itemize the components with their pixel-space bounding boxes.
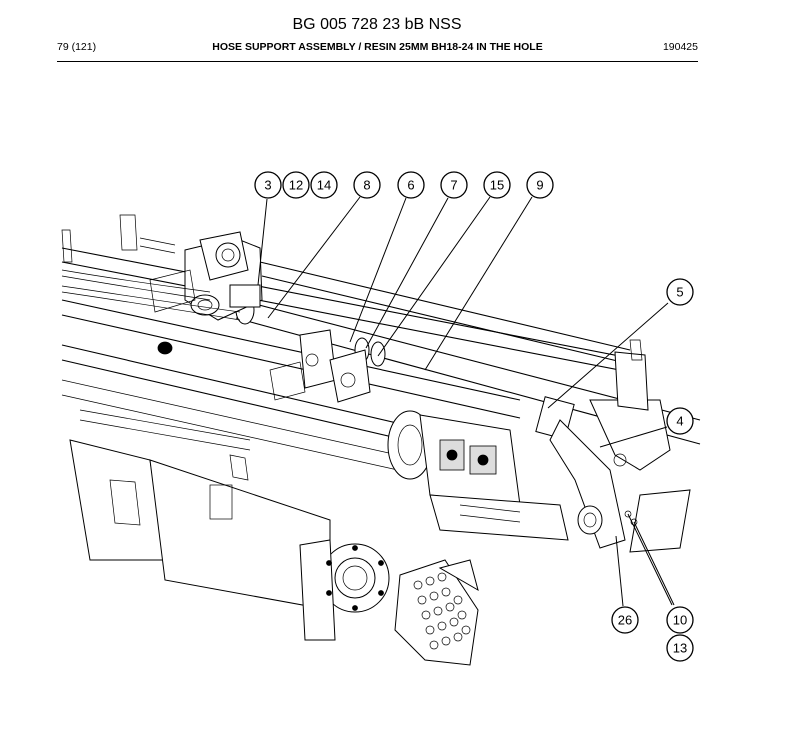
svg-text:14: 14: [317, 178, 331, 193]
callout-7: 7: [440, 171, 468, 199]
flange-bracket: [299, 539, 336, 641]
leader-6: [349, 197, 407, 343]
rotation-unit-hub: [397, 424, 423, 466]
svg-text:5: 5: [676, 285, 683, 300]
feed-beam-low-edge-4: [61, 394, 421, 476]
upper-rail-2: [261, 275, 631, 365]
leader-7: [365, 197, 449, 349]
page-number: 79 (121): [57, 41, 97, 53]
svg-text:7: 7: [450, 178, 457, 193]
support-bracket-right: [589, 399, 671, 471]
feed-beam-low-edge-3: [61, 379, 421, 461]
leader-10b: [633, 521, 675, 606]
leader-9: [424, 196, 533, 371]
leader-4: [599, 426, 668, 448]
svg-text:26: 26: [618, 613, 632, 628]
valve-block-small: [269, 361, 306, 401]
callout-12: 12: [282, 171, 310, 199]
leader-26: [615, 535, 624, 607]
bracket-arm: [149, 269, 196, 313]
svg-text:3: 3: [264, 178, 271, 193]
rod-magazine: [394, 559, 479, 666]
cradle-base: [429, 494, 569, 541]
clamp-bolt: [305, 353, 319, 367]
callout-4: 4: [666, 407, 694, 435]
arm-pivot: [577, 505, 603, 535]
bracket-sheave: [190, 294, 220, 316]
upper-rail: [259, 261, 631, 351]
hose-fitting-block: [329, 349, 371, 403]
leader-10a: [627, 513, 673, 606]
svg-text:6: 6: [407, 178, 414, 193]
svg-text:8: 8: [363, 178, 370, 193]
svg-text:4: 4: [676, 414, 683, 429]
callout-10: 10: [666, 606, 694, 634]
bolt-b: [630, 518, 638, 526]
svg-text:10: 10: [673, 613, 687, 628]
right-plate: [629, 489, 691, 553]
feed-beam-top-edge-2: [61, 261, 641, 375]
callout-5: 5: [666, 278, 694, 306]
bracket-roller: [215, 242, 241, 268]
lower-rails: [79, 409, 251, 451]
callout-14: 14: [310, 171, 338, 199]
mast-post: [119, 214, 138, 251]
feed-beam-top-edge: [61, 247, 641, 361]
flange-bore: [342, 565, 368, 591]
callout-9: 9: [526, 171, 554, 199]
callout-13: 13: [666, 634, 694, 662]
hose-line-4: [61, 291, 241, 321]
leader-8: [267, 196, 361, 319]
bracket-clamp: [229, 284, 261, 308]
feed-beam-mid-edge-2: [61, 314, 521, 419]
flange-bolt-circle: [326, 545, 384, 611]
callout-26: 26: [611, 606, 639, 634]
callout-3: 3: [254, 171, 282, 199]
flange-inner: [334, 557, 376, 599]
arm-pivot-hub: [583, 512, 597, 528]
hose-line-1: [61, 269, 211, 293]
tube-clamp-ring-2: [370, 341, 386, 367]
housing-box: [209, 484, 233, 520]
callout-15: 15: [483, 171, 511, 199]
mast-bars: [139, 237, 176, 254]
motor-port-2: [477, 454, 489, 466]
motor-port-1: [446, 449, 458, 461]
housing-window: [109, 479, 141, 526]
upright-post: [614, 351, 649, 411]
header-divider: [57, 61, 698, 62]
svg-text:15: 15: [490, 178, 504, 193]
bolt-a: [624, 510, 632, 518]
lower-housing-left: [69, 439, 166, 561]
bracket-roller-hub: [221, 248, 235, 262]
housing-lug: [229, 454, 249, 481]
magazine-guide: [438, 559, 479, 592]
svg-text:9: 9: [536, 178, 543, 193]
callout-8: 8: [353, 171, 381, 199]
rod-magazine-cells: [413, 572, 471, 650]
leader-3: [257, 198, 268, 286]
upright-cap: [629, 339, 643, 361]
fitting-bolt: [340, 372, 356, 388]
support-bolt: [613, 453, 627, 467]
svg-text:12: 12: [289, 178, 303, 193]
leader-5: [547, 302, 669, 409]
callout-6: 6: [397, 171, 425, 199]
leader-15: [377, 196, 491, 357]
machine-illustration: [61, 214, 701, 666]
cylinder-cap: [157, 341, 173, 355]
bracket-sheave-hub: [197, 299, 213, 311]
hose-line-2: [61, 275, 211, 301]
hose-line-3: [61, 285, 241, 313]
feed-beam-mid-edge: [61, 299, 521, 401]
document-title: BG 005 728 23 bB NSS: [292, 16, 462, 33]
svg-text:13: 13: [673, 641, 687, 656]
section-title: HOSE SUPPORT ASSEMBLY / RESIN 25MM BH18-…: [212, 41, 543, 53]
cradle-ribs: [459, 504, 521, 523]
leader-lines: [257, 196, 675, 607]
date-code: 190425: [662, 41, 698, 53]
left-end-block: [61, 229, 73, 263]
support-arm: [549, 419, 626, 549]
